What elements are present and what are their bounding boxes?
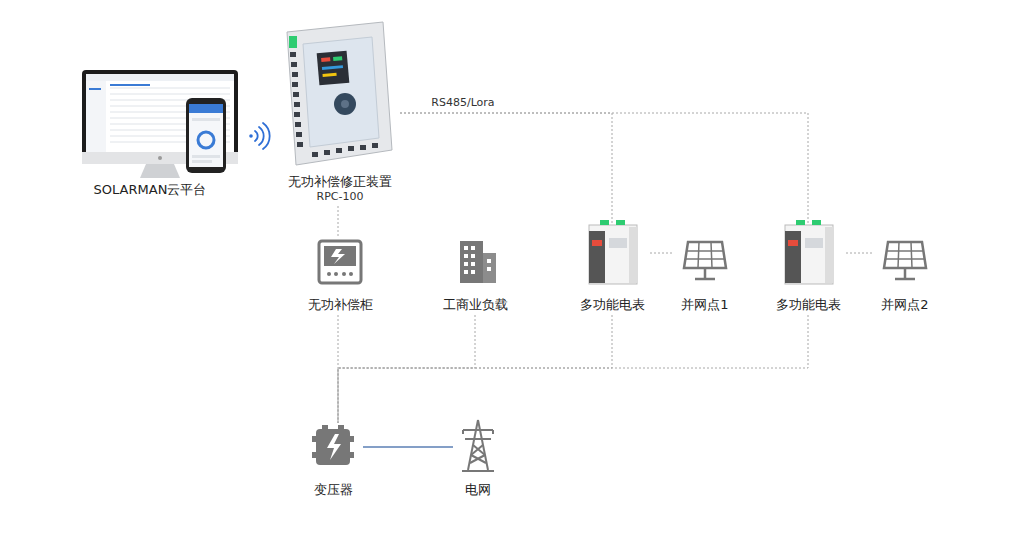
node-label: 并网点2 [881, 297, 928, 313]
monitor-icon [82, 70, 238, 178]
signal-line [338, 206, 339, 236]
grid-point-node: 并网点2 [872, 238, 938, 313]
node-label: 多功能电表 [580, 297, 645, 313]
cabinet-icon [319, 241, 361, 283]
tower-icon [462, 420, 494, 471]
node-label: 多功能电表 [776, 297, 841, 313]
meter-icon [589, 220, 637, 284]
signal-line [400, 113, 612, 224]
node-label: 变压器 [314, 482, 353, 498]
meter-icon [785, 220, 833, 284]
load-node: 工商业负载 [435, 238, 515, 313]
grid-point-node: 并网点1 [672, 238, 738, 313]
solar-panel-icon [684, 242, 726, 279]
cabinet-node: 无功补偿柜 [300, 238, 380, 313]
signal-line [846, 253, 872, 254]
node-label: 并网点1 [681, 297, 728, 313]
node-label: 电网 [465, 482, 491, 498]
device-icon [287, 22, 392, 165]
meter-node: 多功能电表 [770, 222, 846, 313]
transformer-node: 变压器 [303, 425, 363, 498]
model-label: RPC-100 [317, 190, 364, 204]
signal-line [338, 315, 612, 423]
power-line [363, 446, 453, 448]
meter-node: 多功能电表 [574, 222, 650, 313]
edge-label: RS485/Lora [429, 96, 496, 109]
signal-line [400, 113, 808, 224]
transformer-icon [312, 425, 354, 465]
building-icon [460, 241, 496, 283]
solar-panel-icon [884, 242, 926, 279]
node-label: 无功补偿柜 [308, 297, 373, 313]
cloud-platform: SOLARMAN云平台 [75, 68, 225, 198]
wifi-symbol [249, 123, 269, 149]
signal-line [650, 253, 672, 254]
signal-line [338, 315, 808, 423]
signal-line [338, 315, 475, 423]
phone-icon [186, 98, 226, 173]
grid-node: 电网 [453, 420, 503, 498]
node-label: 无功补偿修正装置 [288, 174, 392, 190]
node-label: SOLARMAN云平台 [94, 182, 207, 198]
device-box: 无功补偿修正装置RPC-100 [280, 22, 400, 204]
node-label: 工商业负载 [443, 297, 508, 313]
